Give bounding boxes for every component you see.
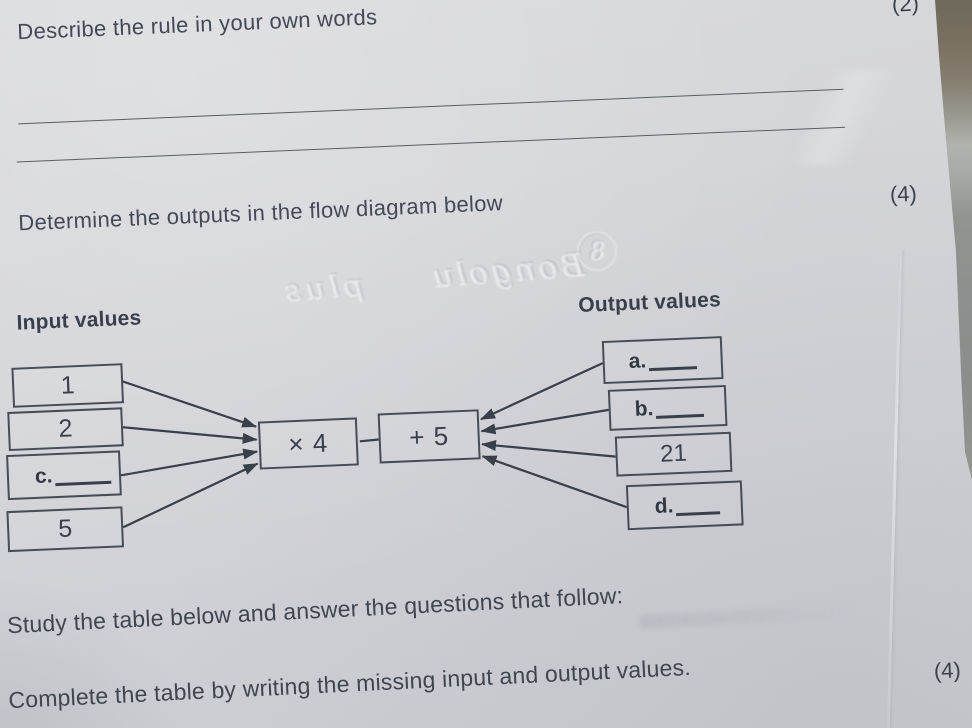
output-label-a: a. [628,349,647,373]
output-label-d: d. [654,494,674,519]
ghost-circled-number: 8 [576,230,618,273]
operation-box-multiply: × 4 [257,417,359,470]
arrow-output-a [480,362,604,421]
operation-multiply-label: × 4 [287,427,329,459]
arrow-output-d [481,455,628,509]
flow-arrows-svg [120,362,628,529]
operation-add-label: + 5 [408,420,450,452]
answer-line-1 [18,88,844,125]
arrow-output-b [480,408,609,435]
arrow-input-c [120,448,259,477]
arrow-input-2 [122,426,258,444]
output-blank-d [675,511,720,517]
paper-shadow [0,560,220,728]
output-blank-b [655,413,704,419]
output-value-21: 21 [659,439,688,468]
operation-box-add: + 5 [377,409,481,464]
output-box-a: a. [601,336,724,385]
input-box-1: 1 [11,363,124,408]
paper-crease [690,70,972,165]
input-value-5: 5 [57,514,73,544]
input-label-c: c. [34,464,53,488]
arrow-output-21 [481,440,616,458]
arrow-input-5 [122,462,259,529]
output-box-b: b. [607,384,728,431]
output-box-21: 21 [614,431,733,477]
prompt-study-table: Study the table below and answer the que… [6,582,624,639]
input-value-2: 2 [57,414,74,443]
connector-line [359,438,379,443]
ghost-pen-impression: plus [279,267,366,309]
output-blank-a [648,366,697,372]
arrow-input-1 [121,380,258,428]
input-value-1: 1 [60,370,76,400]
prompt-describe-rule: Describe the rule in your own words [16,4,378,45]
output-label-b: b. [634,397,654,421]
answer-line-2 [16,126,846,163]
marks-describe-rule: (2) [891,0,920,17]
flow-output-label: Output values [577,288,722,318]
prompt-complete-table: Complete the table by writing the missin… [7,653,692,714]
ink-showthrough-smudge [639,605,860,629]
flow-input-label: Input values [16,306,142,335]
input-blank-c [54,480,111,487]
input-box-c: c. [6,450,122,501]
ghost-pen-impression: Bongolu [428,245,586,295]
marks-determine-outputs: (4) [889,180,918,207]
input-box-2: 2 [7,407,124,452]
output-box-d: d. [625,480,744,531]
prompt-determine-outputs: Determine the outputs in the flow diagra… [17,190,504,236]
input-box-5: 5 [6,506,125,553]
marks-complete-table: (4) [933,657,962,684]
